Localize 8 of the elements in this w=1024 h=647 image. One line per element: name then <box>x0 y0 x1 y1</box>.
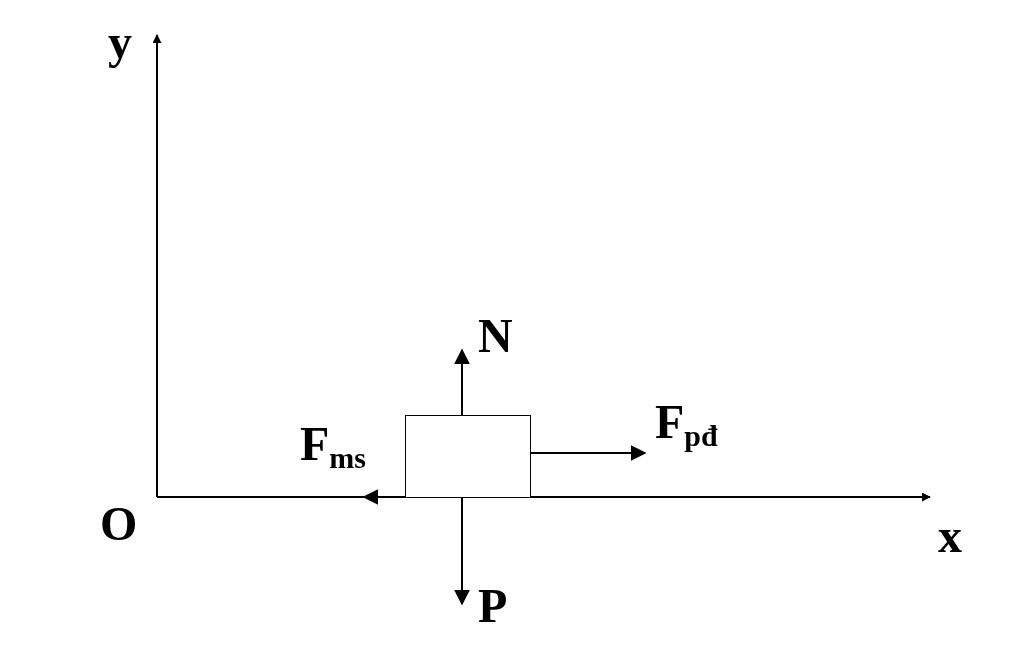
force-label: F$_{ms}$ <box>300 420 366 473</box>
axis-label: y <box>108 18 132 66</box>
force-label: F$_{pđ}$ <box>655 398 718 451</box>
force-label: N <box>478 312 513 360</box>
axis-label: x <box>938 512 962 560</box>
block <box>405 415 531 498</box>
origin-label: O <box>100 500 138 548</box>
force-label: P <box>478 582 508 630</box>
